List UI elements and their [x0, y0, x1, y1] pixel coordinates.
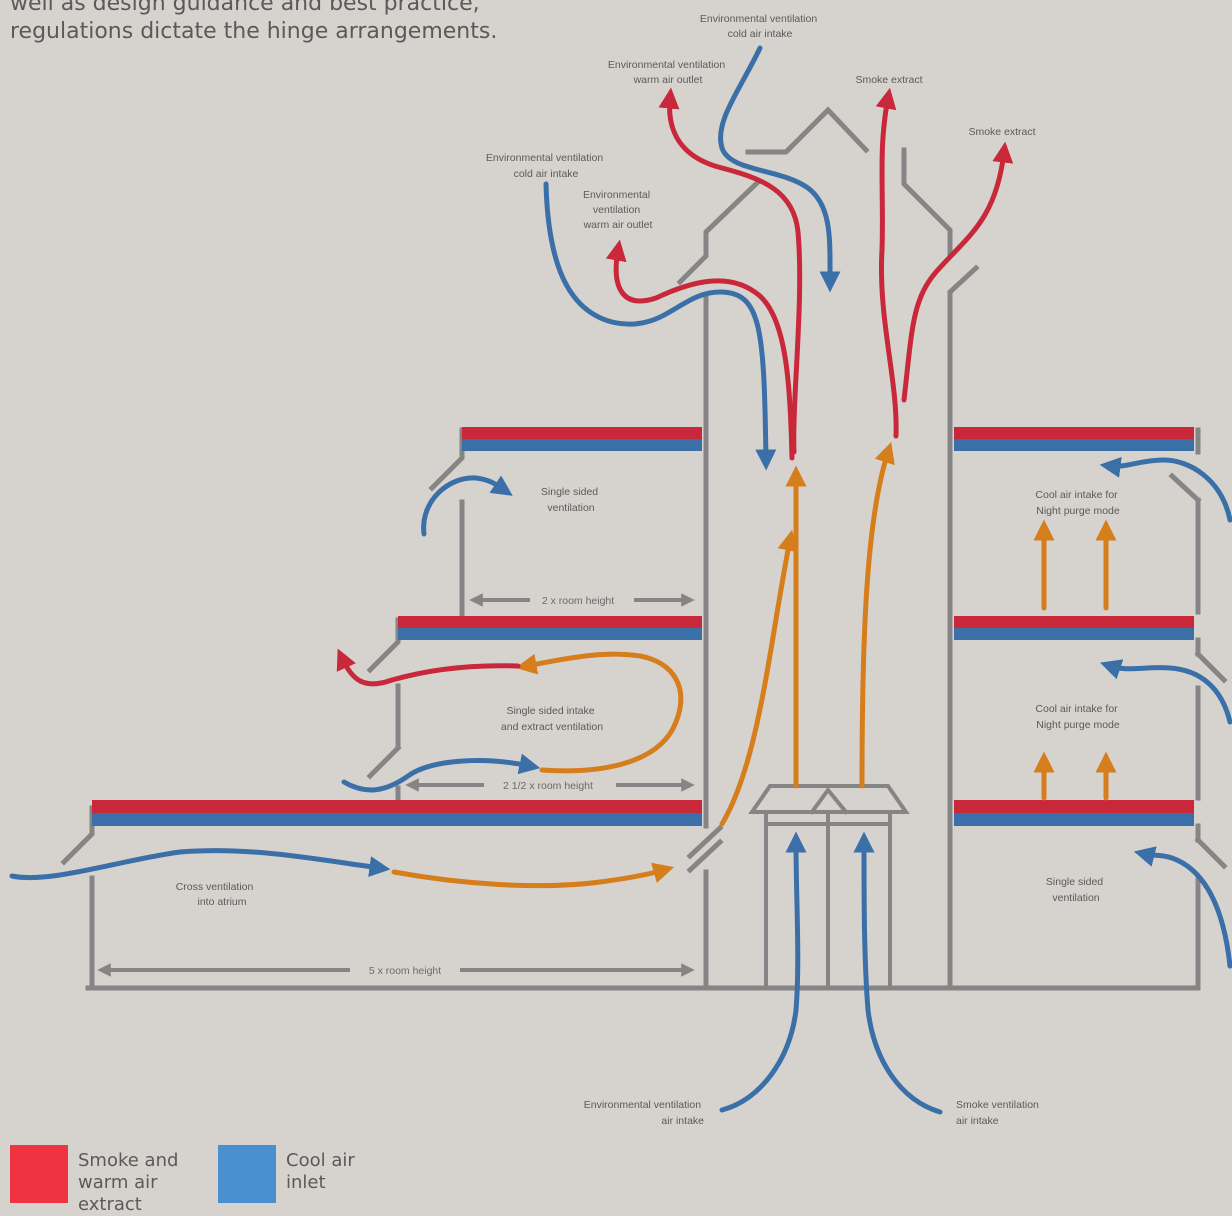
atrium-vent-2: [686, 838, 724, 874]
flow-night-purge-mid: [1100, 659, 1232, 725]
flow-rise-2: [859, 442, 895, 789]
slab-low-right: [954, 800, 1194, 813]
dim-label-2x: 2 x room height: [542, 595, 614, 607]
atrium-vent-1: [686, 824, 724, 860]
slab-mid-left-under: [398, 628, 702, 640]
floor-slabs: [92, 427, 1194, 826]
legend-label-warm: Smoke and warm air extract: [78, 1150, 179, 1215]
flow-cross-vent-blue: [9, 848, 391, 881]
mid-floor-outline: [366, 617, 401, 674]
mid-floor-vent: [366, 744, 402, 780]
label-env-cold-intake-left: Environmental ventilation cold air intak…: [486, 152, 606, 180]
right-top-vent: [1168, 472, 1202, 504]
label-single-sided-top: Single sided ventilation: [541, 486, 601, 514]
slab-mid-right: [954, 616, 1194, 628]
dim-label-5x: 5 x room height: [369, 965, 441, 977]
label-single-sided-right: Single sided ventilation: [1046, 876, 1106, 904]
building-structure: [60, 106, 1228, 991]
airflows: [9, 45, 1232, 1115]
flow-single-intake-blue: [341, 753, 541, 793]
inlet-housing-peak: [809, 786, 849, 815]
legend-swatch-warm: [10, 1145, 68, 1203]
label-env-cold-intake-top: Environmental ventilation cold air intak…: [700, 13, 820, 40]
flow-cold-intake-top: [718, 45, 841, 293]
label-env-warm-outlet-left: Environmental ventilation warm air outle…: [583, 189, 653, 231]
dim-label-2-5x: 2 1/2 x room height: [503, 780, 593, 792]
flow-single-sided-right: [1133, 846, 1232, 969]
slab-ground-left: [92, 800, 702, 813]
flow-warm-outlet-top: [658, 87, 803, 455]
label-env-air-intake-bottom: Environmental ventilation air intake: [584, 1099, 704, 1127]
roof-peak: [745, 106, 870, 155]
intro-text: well as design guidance and best practic…: [10, 0, 498, 44]
roof-right-vent: [947, 264, 980, 301]
right-low-vent: [1194, 836, 1228, 870]
slab-top-left-under: [462, 439, 702, 451]
label-night-purge-1: Cool air intake for Night purge mode: [1035, 489, 1120, 517]
flow-smoke-extract-1: [875, 87, 899, 439]
slab-top-left: [462, 427, 702, 439]
flow-night-purge-top: [1099, 456, 1232, 523]
label-night-purge-2: Cool air intake for Night purge mode: [1035, 703, 1120, 731]
flow-atrium-rise: [719, 529, 799, 827]
flow-warm-outlet-left: [605, 239, 795, 461]
flow-env-intake-bottom: [719, 831, 807, 1113]
slab-mid-left: [398, 616, 702, 628]
right-mid-vent: [1194, 650, 1228, 684]
flow-single-extract-red: [336, 648, 521, 687]
dimension-labels: 2 x room height 2 1/2 x room height 5 x …: [350, 594, 634, 977]
slab-top-right: [954, 427, 1194, 439]
label-smoke-extract-2: Smoke extract: [968, 126, 1035, 138]
inlet-housing-roof: [748, 784, 910, 814]
label-single-sided-intake-extract: Single sided intake and extract ventilat…: [501, 705, 603, 733]
diagram-labels: Environmental ventilation cold air intak…: [176, 13, 1120, 1127]
roof-left: [676, 178, 762, 286]
slab-top-right-under: [954, 439, 1194, 451]
label-smoke-air-intake-bottom: Smoke ventilation air intake: [956, 1099, 1042, 1127]
legend-label-cool: Cool air inlet: [286, 1150, 355, 1193]
label-cross-ventilation: Cross ventilation into atrium: [176, 881, 257, 908]
ground-floor-outline: [60, 805, 95, 866]
legend-swatch-cool: [218, 1145, 276, 1203]
roof-right: [901, 147, 953, 257]
slab-low-right-under: [954, 813, 1194, 826]
label-smoke-extract-1: Smoke extract: [855, 74, 922, 86]
slab-mid-right-under: [954, 628, 1194, 640]
flow-smoke-intake-bottom: [853, 831, 943, 1115]
slab-ground-left-under: [92, 813, 702, 826]
flow-single-loop-orange: [515, 651, 684, 774]
flow-single-sided-top: [421, 475, 513, 537]
flow-smoke-extract-2: [901, 141, 1014, 403]
flow-cold-intake-left: [543, 181, 777, 471]
flow-cross-vent-orange: [391, 862, 675, 889]
label-env-warm-outlet-top: Environmental ventilation warm air outle…: [608, 59, 728, 86]
